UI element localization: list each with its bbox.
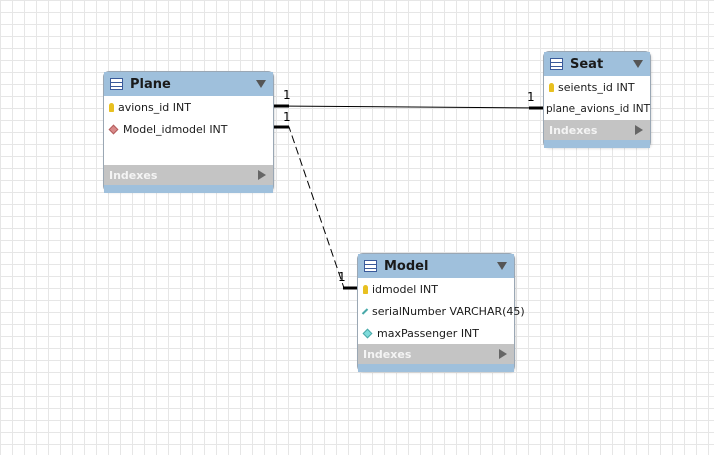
plane-table-header[interactable]: Plane	[104, 72, 273, 96]
plane-seat-relationship-line[interactable]	[273, 105, 544, 109]
column-label: idmodel INT	[372, 282, 438, 296]
expand-arrow-icon[interactable]	[499, 349, 507, 359]
model-column-maxpassenger[interactable]: maxPassenger INT	[358, 322, 514, 344]
expand-arrow-icon[interactable]	[258, 170, 266, 180]
model-table-header[interactable]: Model	[358, 254, 514, 278]
plane-seat-seat-cardinality: 1	[527, 90, 535, 104]
collapse-arrow-icon[interactable]	[256, 80, 266, 88]
plane-table[interactable]: Plane avions_id INT Model_idmodel INT In…	[103, 71, 274, 193]
plane-model-model-cardinality: 1	[338, 270, 346, 284]
indexes-label: Indexes	[363, 347, 412, 361]
plane-column-model-idmodel[interactable]: Model_idmodel INT	[104, 118, 273, 140]
seat-table[interactable]: Seat seients_id INT plane_avions_id INT …	[543, 51, 651, 148]
table-icon	[364, 260, 377, 272]
model-column-serialnumber[interactable]: serialNumber VARCHAR(45)	[358, 300, 525, 322]
column-label: maxPassenger INT	[377, 326, 480, 340]
seat-table-title: Seat	[570, 56, 604, 72]
table-icon	[550, 58, 563, 70]
primary-key-icon	[363, 284, 368, 294]
column-label: seients_id INT	[558, 80, 635, 94]
model-indexes-bar[interactable]: Indexes	[358, 344, 514, 364]
plane-column-avions-id[interactable]: avions_id INT	[104, 96, 273, 118]
plane-table-footer	[104, 185, 273, 193]
expand-arrow-icon[interactable]	[635, 125, 643, 135]
seat-table-header[interactable]: Seat	[544, 52, 650, 76]
column-label: plane_avions_id INT	[546, 103, 651, 115]
attribute-icon	[361, 307, 369, 315]
column-label: avions_id INT	[118, 100, 191, 114]
plane-model-relationship-line[interactable]	[274, 126, 357, 289]
model-column-idmodel[interactable]: idmodel INT	[358, 278, 514, 300]
plane-indexes-bar[interactable]: Indexes	[104, 165, 273, 185]
plane-table-title: Plane	[130, 76, 171, 92]
model-table-footer	[358, 364, 514, 372]
seat-indexes-bar[interactable]: Indexes	[544, 120, 650, 140]
indexes-label: Indexes	[549, 123, 598, 137]
column-label: Model_idmodel INT	[123, 122, 228, 136]
seat-table-footer	[544, 140, 650, 148]
indexes-label: Indexes	[109, 168, 158, 182]
foreign-key-icon	[108, 124, 119, 134]
plane-model-plane-cardinality: 1	[283, 110, 291, 124]
primary-key-icon	[109, 102, 114, 112]
collapse-arrow-icon[interactable]	[633, 60, 643, 68]
primary-key-icon	[549, 82, 554, 92]
plane-seat-plane-cardinality: 1	[283, 88, 291, 102]
column-label: serialNumber VARCHAR(45)	[372, 304, 525, 318]
model-table-title: Model	[384, 258, 429, 274]
model-table[interactable]: Model idmodel INT serialNumber VARCHAR(4…	[357, 253, 525, 372]
attribute-icon	[362, 328, 373, 338]
table-icon	[110, 78, 123, 90]
seat-column-plane-avions-id[interactable]: plane_avions_id INT	[544, 98, 650, 120]
collapse-arrow-icon[interactable]	[497, 262, 507, 270]
seat-column-seients-id[interactable]: seients_id INT	[544, 76, 650, 98]
